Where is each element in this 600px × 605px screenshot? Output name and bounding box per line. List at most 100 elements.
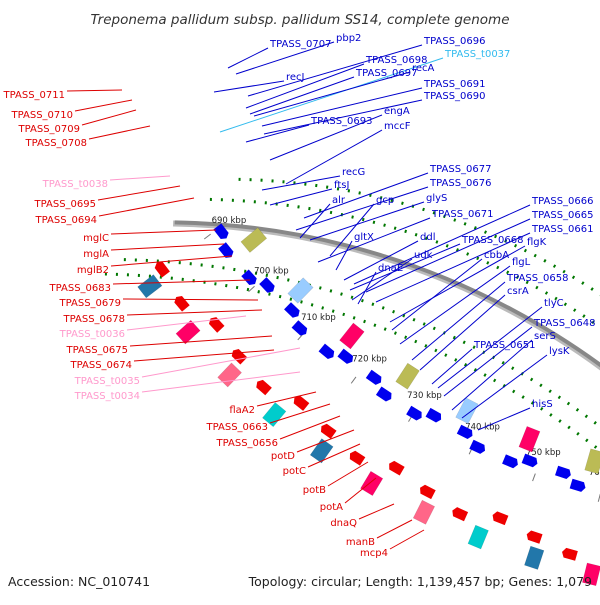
reverse-label-leader (122, 298, 259, 301)
forward-label-leader (235, 41, 335, 75)
forward-gene-label: hisS (532, 399, 553, 410)
kbp-tick-label: 710 kbp (301, 313, 336, 323)
kbp-tick-label: 730 kbp (407, 391, 442, 401)
reverse-gene-label: flaA2 (229, 405, 255, 416)
forward-gene-label: serS (534, 331, 556, 342)
reverse-gene-label: TPASS_0678 (63, 314, 125, 325)
forward-gene-label: TPASS_0677 (429, 164, 491, 175)
forward-label-leader (375, 232, 531, 303)
forward-gene-arrow (569, 478, 586, 492)
reverse-label-leader (358, 503, 395, 520)
forward-gene-label: recA (412, 63, 435, 74)
forward-label-leader (431, 348, 473, 385)
forward-gene-arrow (502, 454, 518, 469)
forward-gene-label: TPASS_0668 (461, 235, 523, 246)
reverse-gene-block (262, 402, 287, 428)
forward-label-leader (299, 203, 331, 239)
forward-gene-label: TPASS_0666 (531, 196, 593, 207)
forward-label-leader (309, 201, 425, 241)
forward-label-leader (227, 47, 269, 69)
reverse-label-leader (133, 349, 275, 362)
reverse-gene-arrow (492, 511, 509, 526)
reverse-label-leader (256, 391, 317, 407)
reverse-gene-arrow (420, 484, 436, 500)
forward-label-leader (303, 172, 429, 219)
kbp-tick (203, 233, 211, 240)
reverse-gene-label: TPASS_t0034 (74, 391, 140, 402)
forward-label-leader (349, 243, 461, 291)
forward-gene-arrow (284, 302, 300, 318)
forward-gene-block (240, 227, 268, 253)
forward-gene-arrow (425, 407, 442, 423)
forward-gene-arrow (375, 386, 392, 402)
reverse-label-leader (389, 529, 425, 550)
forward-label-leader (285, 129, 383, 185)
forward-gene-arrow (213, 223, 229, 240)
reverse-gene-label: TPASS_t0038 (42, 179, 108, 190)
forward-label-leader (461, 354, 548, 419)
reverse-gene-label: TPASS_0708 (25, 138, 87, 149)
forward-gene-label: tlyC (544, 298, 564, 309)
genome-backbone (174, 220, 600, 368)
reverse-gene-arrow (256, 379, 272, 396)
forward-gene-arrow (555, 465, 571, 479)
reverse-gene-block (467, 524, 489, 550)
forward-label-leader (329, 203, 375, 257)
kbp-tick-label: 700 kbp (254, 267, 289, 277)
forward-gene-label: TPASS_0696 (423, 36, 485, 47)
forward-gene-block (584, 448, 600, 475)
forward-label-leader (351, 258, 413, 301)
forward-label-leader (411, 281, 506, 361)
reverse-label-leader (344, 477, 377, 504)
reverse-label-leader (110, 243, 225, 251)
forward-label-leader (263, 99, 423, 135)
reverse-gene-label: TPASS_0694 (35, 215, 97, 226)
forward-gene-label: TPASS_0690 (423, 91, 485, 102)
forward-gene-arrow (406, 405, 422, 421)
reverse-gene-label: TPASS_0709 (18, 124, 80, 135)
reverse-gene-block (360, 470, 384, 496)
forward-label-leader (253, 71, 411, 117)
reverse-gene-label: TPASS_0675 (66, 345, 128, 356)
reverse-gene-arrow (231, 348, 248, 365)
reverse-gene-arrow (154, 261, 170, 278)
forward-gene-label: dnaE (378, 263, 403, 274)
reverse-label-leader (126, 309, 263, 316)
forward-gene-label: TPASS_0648 (533, 318, 595, 329)
reverse-gene-arrow (208, 317, 225, 333)
reverse-label-leader (98, 197, 195, 217)
forward-label-leader (295, 186, 429, 231)
reverse-gene-label: mglA (83, 249, 109, 260)
forward-gene-label: gltX (354, 232, 374, 243)
topology-text: Topology: circular; Length: 1,139,457 bp… (248, 574, 592, 589)
reverse-label-leader (110, 229, 217, 235)
reverse-gene-block (412, 499, 436, 525)
forward-gene-label: TPASS_0698 (365, 55, 427, 66)
forward-label-leader (247, 44, 423, 97)
forward-label-leader (419, 294, 506, 371)
reverse-gene-label: potA (320, 502, 343, 513)
forward-gene-arrow (318, 343, 335, 360)
forward-label-leader (269, 188, 333, 206)
forward-gene-block (518, 426, 541, 453)
forward-gene-label: TPASS_0658 (506, 273, 568, 284)
kbp-tick (532, 473, 536, 482)
reverse-gene-arrow (320, 423, 337, 439)
forward-gene-label: recJ (286, 72, 305, 83)
forward-label-leader (477, 407, 531, 431)
reverse-label-leader (296, 429, 355, 453)
forward-gene-label: TPASS_0707 (269, 39, 331, 50)
reverse-gene-block (309, 438, 334, 464)
reverse-gene-block (217, 362, 242, 388)
reverse-label-leader (81, 109, 137, 126)
reverse-label-leader (74, 99, 133, 112)
forward-label-leader (249, 76, 355, 115)
forward-gene-label: glyS (426, 193, 447, 204)
reverse-label-leader (307, 443, 361, 468)
reverse-gene-label: manB (346, 537, 375, 548)
forward-gene-label: flgL (512, 257, 531, 268)
forward-label-leader (213, 80, 285, 93)
forward-gene-label: TPASS_0676 (429, 178, 491, 189)
